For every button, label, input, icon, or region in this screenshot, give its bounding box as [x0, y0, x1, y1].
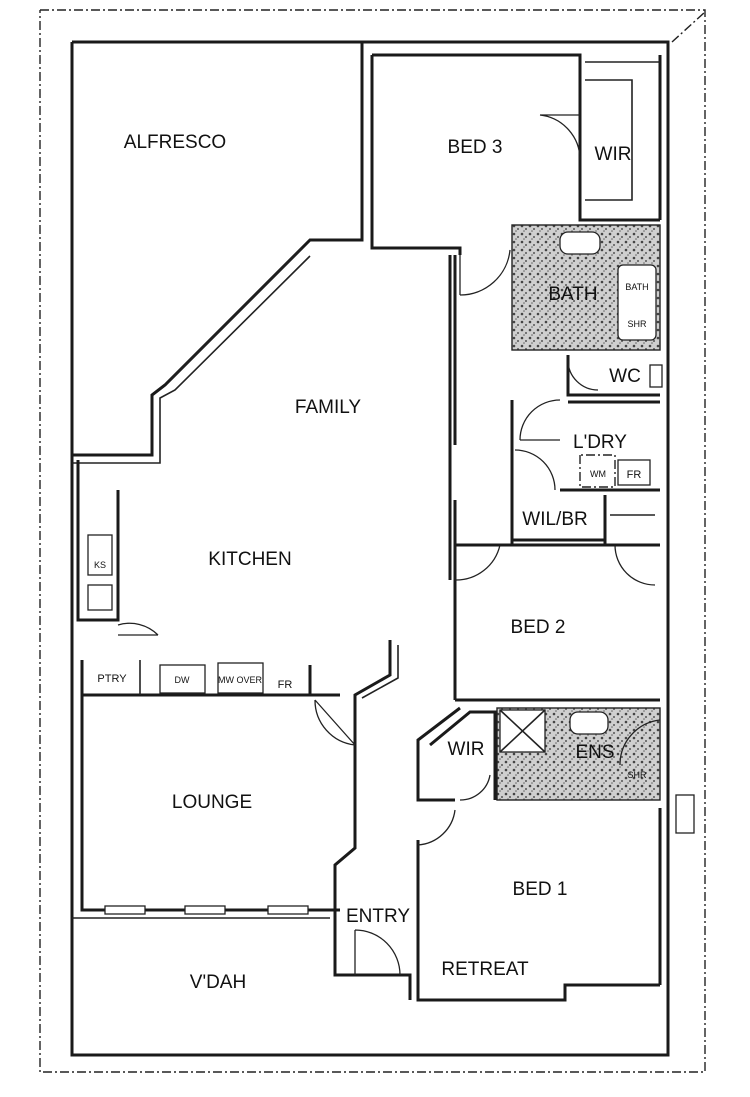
bath-label: BATH: [548, 284, 597, 305]
dishwasher: [159, 664, 206, 694]
dw-label: DW: [175, 675, 190, 685]
wc-label: WC: [609, 366, 641, 387]
entry-label: ENTRY: [346, 906, 410, 927]
bed3-wir-door: [539, 114, 581, 161]
wil-door: [614, 544, 656, 586]
sink-label: KS: [94, 560, 106, 570]
lounge-label: LOUNGE: [172, 792, 252, 813]
bed2-door: [454, 544, 501, 581]
hall-walls: [448, 255, 457, 700]
wir-bed1-door: [459, 774, 491, 801]
laundry-label: L'DRY: [573, 432, 627, 453]
bed1-walls: [416, 706, 662, 1002]
ens-basin: [569, 711, 609, 735]
lounge-walls: [80, 640, 412, 1000]
bed2-walls: [455, 543, 660, 702]
meter-box: [675, 794, 695, 834]
bath-tub: [617, 264, 657, 341]
wir-bed3-label: WIR: [595, 144, 632, 165]
bed3-walls: [370, 53, 662, 255]
pantry-door: [117, 622, 159, 636]
wc-walls: [566, 355, 663, 397]
laundry-fr-label: FR: [627, 469, 642, 481]
wil-br-label: WIL/BR: [522, 509, 587, 530]
retreat-label: RETREAT: [441, 959, 529, 980]
wc-door: [567, 359, 599, 391]
kitchen-bench: [76, 460, 310, 697]
ens-shower-label: SHR: [627, 770, 647, 780]
alfresco-label: ALFRESCO: [124, 132, 226, 153]
bed1-door: [417, 809, 456, 846]
bath-shower-label: SHR: [627, 319, 647, 329]
laundry-side-door: [514, 449, 556, 491]
bath-door: [459, 249, 511, 296]
vdah-label: V'DAH: [190, 972, 246, 993]
microwave-oven: [217, 662, 264, 694]
wir-bed1-label: WIR: [448, 739, 485, 760]
bath-vanity-basin: [559, 231, 601, 255]
wil-br-walls: [510, 495, 655, 545]
ens-door: [619, 719, 661, 766]
wm-label: WM: [590, 469, 606, 479]
outer-walls: [70, 40, 670, 1057]
bed2-label: BED 2: [511, 617, 566, 638]
ptry-label: PTRY: [97, 673, 127, 685]
laundry-door: [519, 399, 561, 441]
entry-door: [354, 929, 401, 976]
bath-tub-label: BATH: [625, 282, 648, 292]
bed1-label: BED 1: [513, 879, 568, 900]
vdah-windows: [104, 905, 309, 915]
family-angled-wall: [72, 42, 364, 464]
kitchen-label: KITCHEN: [208, 549, 291, 570]
kitchen-fr-label: FR: [278, 679, 293, 691]
lounge-door: [314, 699, 356, 746]
ens-label: ENS: [575, 742, 614, 763]
kitchen-sink: [87, 534, 113, 576]
bed3-label: BED 3: [448, 137, 503, 158]
mw-over-label: MW OVER: [218, 675, 262, 685]
family-label: FAMILY: [295, 397, 361, 418]
lot-boundary: [39, 9, 706, 1073]
